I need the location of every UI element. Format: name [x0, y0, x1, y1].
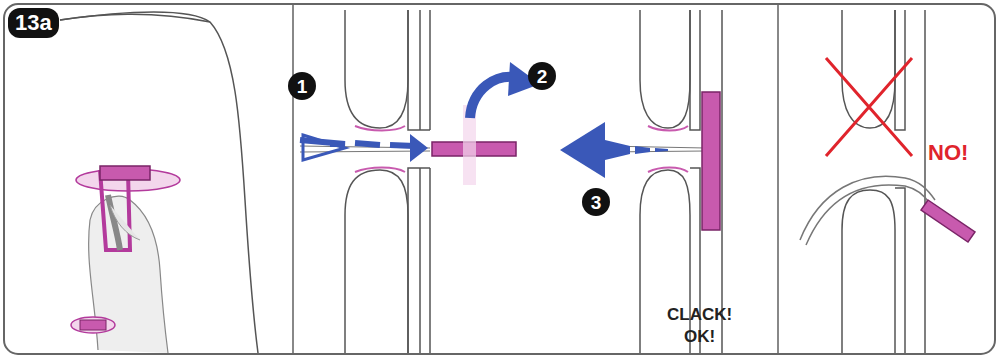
- divider: [777, 5, 779, 353]
- seat-slot: [640, 10, 722, 353]
- seat-outline: [60, 12, 258, 353]
- slot: [71, 317, 115, 333]
- buckle: [100, 170, 130, 250]
- callout-number: 3: [582, 188, 610, 216]
- seat-slot: [345, 10, 430, 353]
- frame: [4, 4, 995, 354]
- callout-number: 2: [528, 62, 556, 90]
- sound-label: CLACK!: [667, 306, 732, 323]
- divider: [292, 5, 294, 353]
- callout-number: 1: [288, 72, 316, 100]
- pull-arrow: [560, 122, 605, 178]
- latch-plate: [921, 200, 975, 242]
- cross: [826, 58, 912, 156]
- strap: [800, 176, 935, 240]
- ok-label: OK!: [684, 328, 715, 345]
- step-number: 13a: [8, 8, 59, 38]
- warning-label: NO!: [928, 142, 968, 164]
- latch-plate: [702, 92, 720, 230]
